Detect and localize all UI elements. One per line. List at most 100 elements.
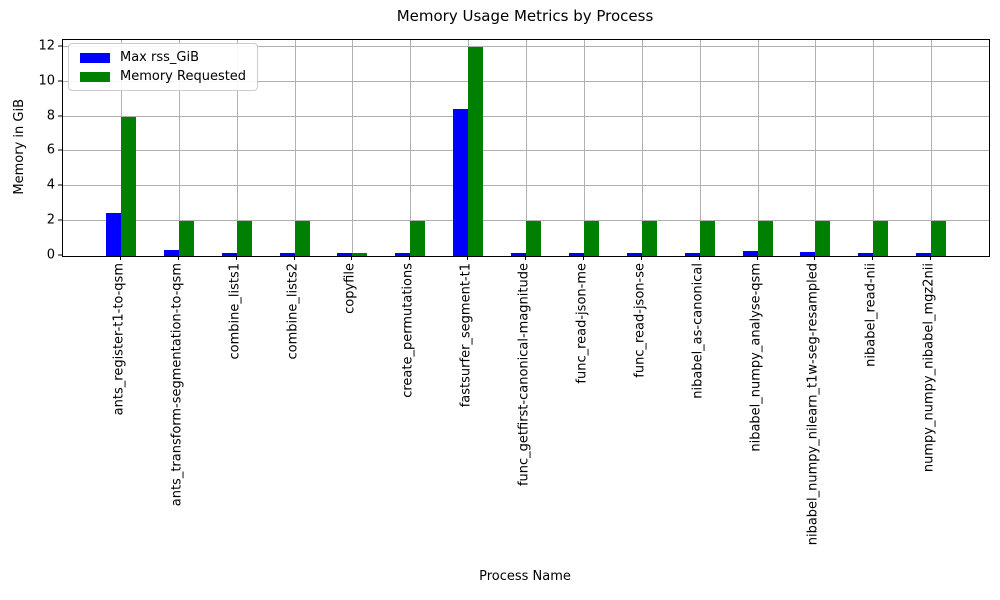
x-tick-label: numpy_numpy_nibabel_mgz2nii [921, 263, 937, 473]
gridline-vertical [178, 40, 180, 256]
gridline-vertical [641, 40, 643, 256]
bar-max-rss [453, 108, 469, 256]
x-tick-label: combine_lists1 [227, 263, 243, 360]
gridline-vertical [583, 40, 585, 256]
gridline-vertical [352, 40, 354, 256]
bar-max-rss [221, 252, 237, 256]
legend-swatch-green [80, 71, 110, 82]
y-axis-tick-labels: 0 2 4 6 8 10 12 [0, 38, 55, 261]
bar-max-rss [163, 250, 179, 256]
bar-max-rss [742, 250, 758, 256]
y-axis-tick-marks [58, 39, 62, 256]
y-tick-mark [58, 184, 62, 186]
y-tick-label: 0 [46, 247, 55, 263]
bar-memory-requested [352, 252, 368, 256]
legend-item-memory-requested: Memory Requested [80, 70, 246, 83]
bar-memory-requested [931, 221, 947, 256]
x-tick-mark [235, 256, 237, 260]
legend-item-max-rss: Max rss_GiB [80, 51, 246, 64]
y-tick-label: 4 [46, 177, 55, 193]
x-tick-label: nibabel_as-canonical [690, 263, 706, 399]
x-tick-label: nibabel_numpy_nilearn_t1w-seg-resampled [805, 263, 821, 546]
x-tick-label: nibabel_numpy_analyse-qsm [748, 263, 764, 452]
x-tick-label: nibabel_read-nii [863, 263, 879, 367]
bar-memory-requested [699, 221, 715, 256]
bar-max-rss [105, 213, 121, 256]
x-tick-label: copyfile [342, 263, 358, 314]
x-tick-label: fastsurfer_segment-t1 [458, 263, 474, 408]
gridline-vertical [294, 40, 296, 256]
gridline-vertical [815, 40, 817, 256]
bar-memory-requested [410, 221, 426, 256]
y-tick-mark [58, 254, 62, 256]
x-tick-mark [293, 256, 295, 260]
x-tick-label: ants_transform-segmentation-to-qsm [169, 263, 185, 507]
y-tick-mark [58, 45, 62, 47]
y-tick-mark [58, 219, 62, 221]
bar-memory-requested [294, 221, 310, 256]
y-tick-label: 6 [46, 142, 55, 158]
bar-max-rss [858, 253, 874, 256]
bar-memory-requested [757, 221, 773, 256]
x-tick-mark [351, 256, 353, 260]
y-tick-label: 10 [38, 73, 55, 89]
x-axis-label: Process Name [479, 569, 571, 584]
x-tick-label: func_read-json-se [632, 263, 648, 378]
bar-max-rss [337, 253, 353, 256]
legend: Max rss_GiB Memory Requested [68, 43, 259, 91]
bar-memory-requested [526, 221, 541, 256]
bar-max-rss [511, 253, 526, 256]
x-axis-tick-marks [62, 256, 988, 260]
bar-memory-requested [468, 46, 484, 256]
bar-memory-requested [120, 116, 136, 256]
legend-swatch-blue [80, 52, 110, 63]
bar-memory-requested [178, 221, 194, 256]
x-tick-label: func_getfirst-canonical-magnitude [516, 263, 532, 487]
gridline-vertical [931, 40, 933, 256]
bar-max-rss [279, 252, 295, 256]
x-tick-mark [582, 256, 584, 260]
x-tick-mark [467, 256, 469, 260]
bar-max-rss [568, 253, 584, 256]
bar-max-rss [916, 253, 932, 256]
x-tick-mark [119, 256, 121, 260]
legend-label-memory-requested: Memory Requested [120, 69, 247, 84]
gridline-vertical [526, 40, 527, 256]
x-tick-mark [872, 256, 874, 260]
legend-label-max-rss: Max rss_GiB [120, 50, 200, 65]
y-tick-mark [58, 80, 62, 82]
bar-max-rss [684, 253, 700, 256]
gridline-vertical [699, 40, 701, 256]
bar-memory-requested [583, 221, 599, 256]
y-tick-label: 12 [38, 38, 55, 54]
x-tick-label: func_read-json-me [574, 263, 590, 384]
y-tick-label: 2 [46, 212, 55, 228]
y-tick-label: 8 [46, 108, 55, 124]
x-tick-label: combine_lists2 [285, 263, 301, 360]
x-tick-label: create_permutations [400, 263, 416, 398]
x-axis-tick-labels: ants_register-t1-to-qsm ants_transform-se… [62, 263, 988, 565]
x-tick-mark [177, 256, 179, 260]
x-tick-mark [698, 256, 700, 260]
gridline-vertical [236, 40, 238, 256]
gridline-vertical [410, 40, 412, 256]
bar-memory-requested [236, 221, 252, 256]
x-tick-mark [756, 256, 758, 260]
gridline-vertical [757, 40, 759, 256]
x-tick-mark [814, 256, 816, 260]
x-tick-label: ants_register-t1-to-qsm [111, 263, 127, 416]
y-tick-mark [58, 149, 62, 151]
bar-max-rss [395, 252, 411, 256]
bar-memory-requested [815, 221, 831, 256]
bar-max-rss [800, 251, 816, 256]
bar-memory-requested [641, 221, 657, 256]
chart-title: Memory Usage Metrics by Process [396, 7, 654, 25]
x-tick-mark [525, 256, 526, 260]
bar-memory-requested [873, 221, 889, 256]
bar-max-rss [626, 253, 642, 256]
gridline-vertical [873, 40, 875, 256]
x-tick-mark [640, 256, 642, 260]
y-tick-mark [58, 115, 62, 117]
x-tick-mark [409, 256, 411, 260]
